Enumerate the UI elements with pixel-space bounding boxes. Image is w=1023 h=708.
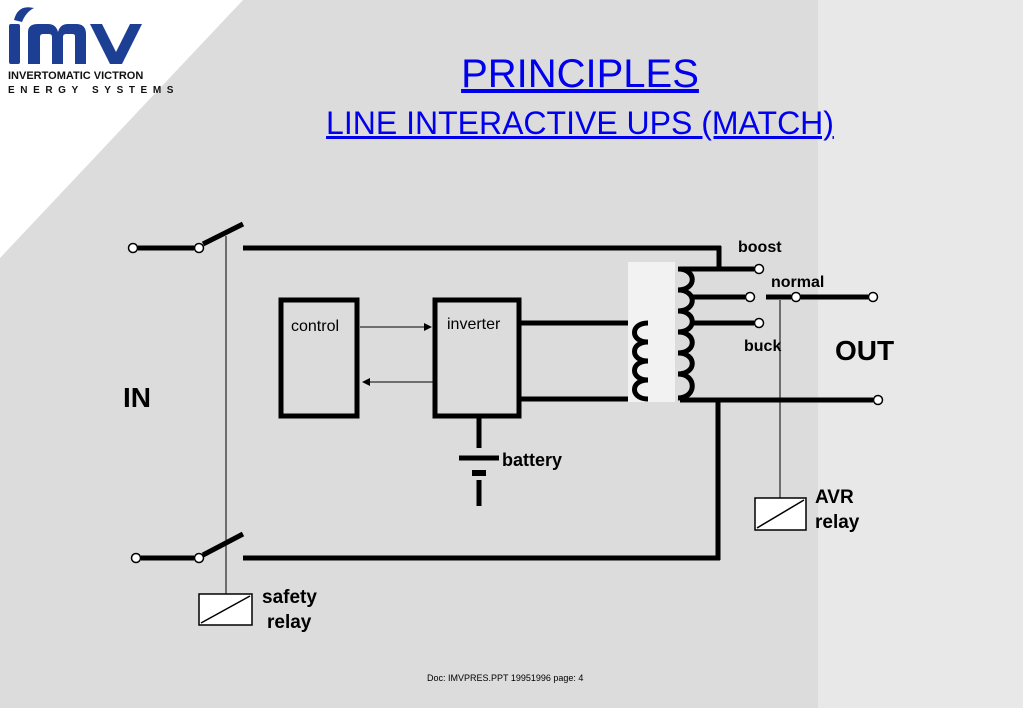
selector-pivot <box>790 291 802 303</box>
page-title: PRINCIPLES <box>461 52 699 96</box>
switch-blade-top <box>201 221 245 247</box>
tap-buck-contact <box>753 317 765 329</box>
primary-winding <box>632 320 649 402</box>
control-box <box>278 297 360 419</box>
output-terminal-top <box>867 291 879 303</box>
battery-label: battery <box>502 450 563 470</box>
page-subtitle: LINE INTERACTIVE UPS (MATCH) <box>326 105 834 141</box>
switch-contact-top <box>193 242 205 254</box>
logo-company-name: INVERTOMATIC VICTRON <box>8 70 144 82</box>
tap-normal-contact <box>744 291 756 303</box>
white-corner-triangle <box>0 0 243 258</box>
buck-label: buck <box>744 338 782 355</box>
arrowhead-right <box>424 323 432 331</box>
arrowhead-left <box>362 378 370 386</box>
out-label: OUT <box>835 335 895 366</box>
control-label: control <box>291 318 340 335</box>
avr-relay-label-2: relay <box>815 512 860 533</box>
in-label: IN <box>123 382 151 413</box>
safety-relay-label-1: safety <box>262 587 317 608</box>
imv-logo-mark <box>9 7 142 64</box>
secondary-winding <box>677 266 695 401</box>
tap-boost-contact <box>753 263 765 275</box>
avr-relay-label-1: AVR <box>815 487 854 508</box>
boost-label: boost <box>738 239 782 256</box>
background-right-panel <box>818 0 1023 708</box>
safety-relay-label-2: relay <box>267 612 312 633</box>
normal-label: normal <box>771 274 825 291</box>
input-terminal-top <box>127 242 139 254</box>
switch-blade-bottom <box>201 531 245 558</box>
safety-relay-diagonal <box>200 595 251 624</box>
battery-plate-short <box>472 470 486 476</box>
logo-tagline: ENERGY SYSTEMS <box>8 85 180 96</box>
inverter-box <box>432 297 522 419</box>
inverter-label: inverter <box>447 316 501 333</box>
input-terminal-bottom <box>130 552 142 564</box>
switch-contact-bottom <box>193 552 205 564</box>
output-terminal-bottom <box>872 394 884 406</box>
footer-doc-reference: Doc: IMVPRES.PPT 19951996 page: 4 <box>427 673 584 683</box>
avr-relay-diagonal <box>756 499 805 529</box>
